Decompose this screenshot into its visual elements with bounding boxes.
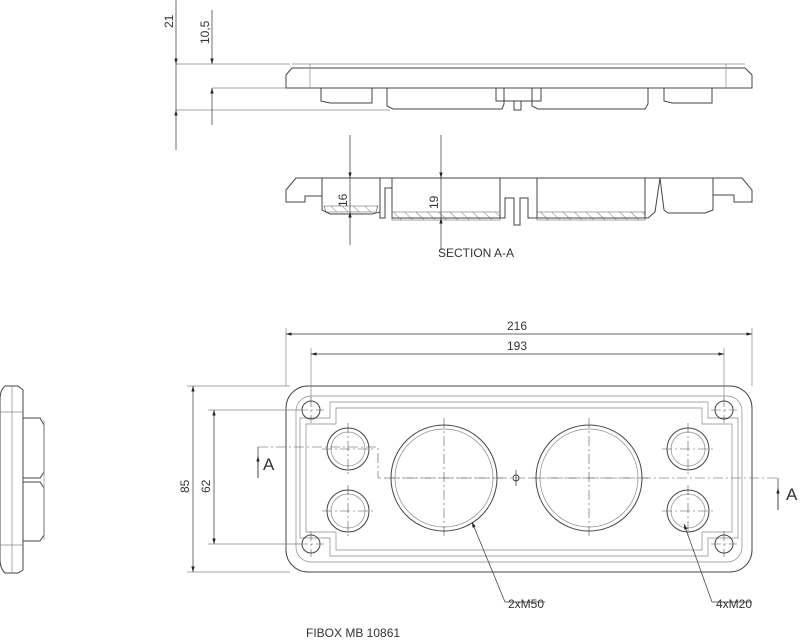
section-marker-right: A	[786, 485, 798, 504]
label-overall-length: 216	[507, 319, 527, 333]
leaders	[471, 521, 752, 603]
dimension-overall-length	[285, 328, 753, 386]
end-view	[0, 385, 45, 574]
m20-holes	[322, 423, 714, 537]
mounting-hole	[711, 531, 737, 557]
label-overall-width: 85	[178, 479, 192, 493]
label-large-depth: 19	[427, 195, 441, 209]
drawing-title: FIBOX MB 10861	[306, 626, 400, 640]
mounting-hole	[298, 397, 324, 423]
m20-hole	[322, 485, 374, 537]
plan-view	[285, 385, 753, 573]
label-hole-pitch-length: 193	[507, 339, 527, 353]
section-marker-left: A	[263, 455, 275, 474]
side-view	[176, 63, 753, 111]
section-title: SECTION A-A	[438, 246, 514, 260]
label-hole-pitch-width: 62	[199, 479, 213, 493]
label-plate-height: 10,5	[198, 20, 212, 44]
corner-mounting-holes	[298, 397, 737, 557]
mounting-hole	[298, 531, 324, 557]
callout-m50: 2xM50	[508, 597, 544, 611]
label-overall-height: 21	[162, 14, 176, 28]
callout-m20: 4xM20	[716, 597, 752, 611]
dimension-hole-pitch-length	[310, 348, 725, 400]
dimension-overall-width	[187, 385, 290, 573]
mounting-hole	[711, 397, 737, 423]
label-small-depth: 16	[336, 193, 350, 207]
section-view	[285, 177, 753, 226]
m20-hole	[662, 485, 714, 537]
dimension-hole-pitch-width	[208, 409, 300, 545]
section-line	[256, 446, 780, 510]
m20-hole	[322, 423, 374, 475]
m20-hole	[662, 423, 714, 475]
